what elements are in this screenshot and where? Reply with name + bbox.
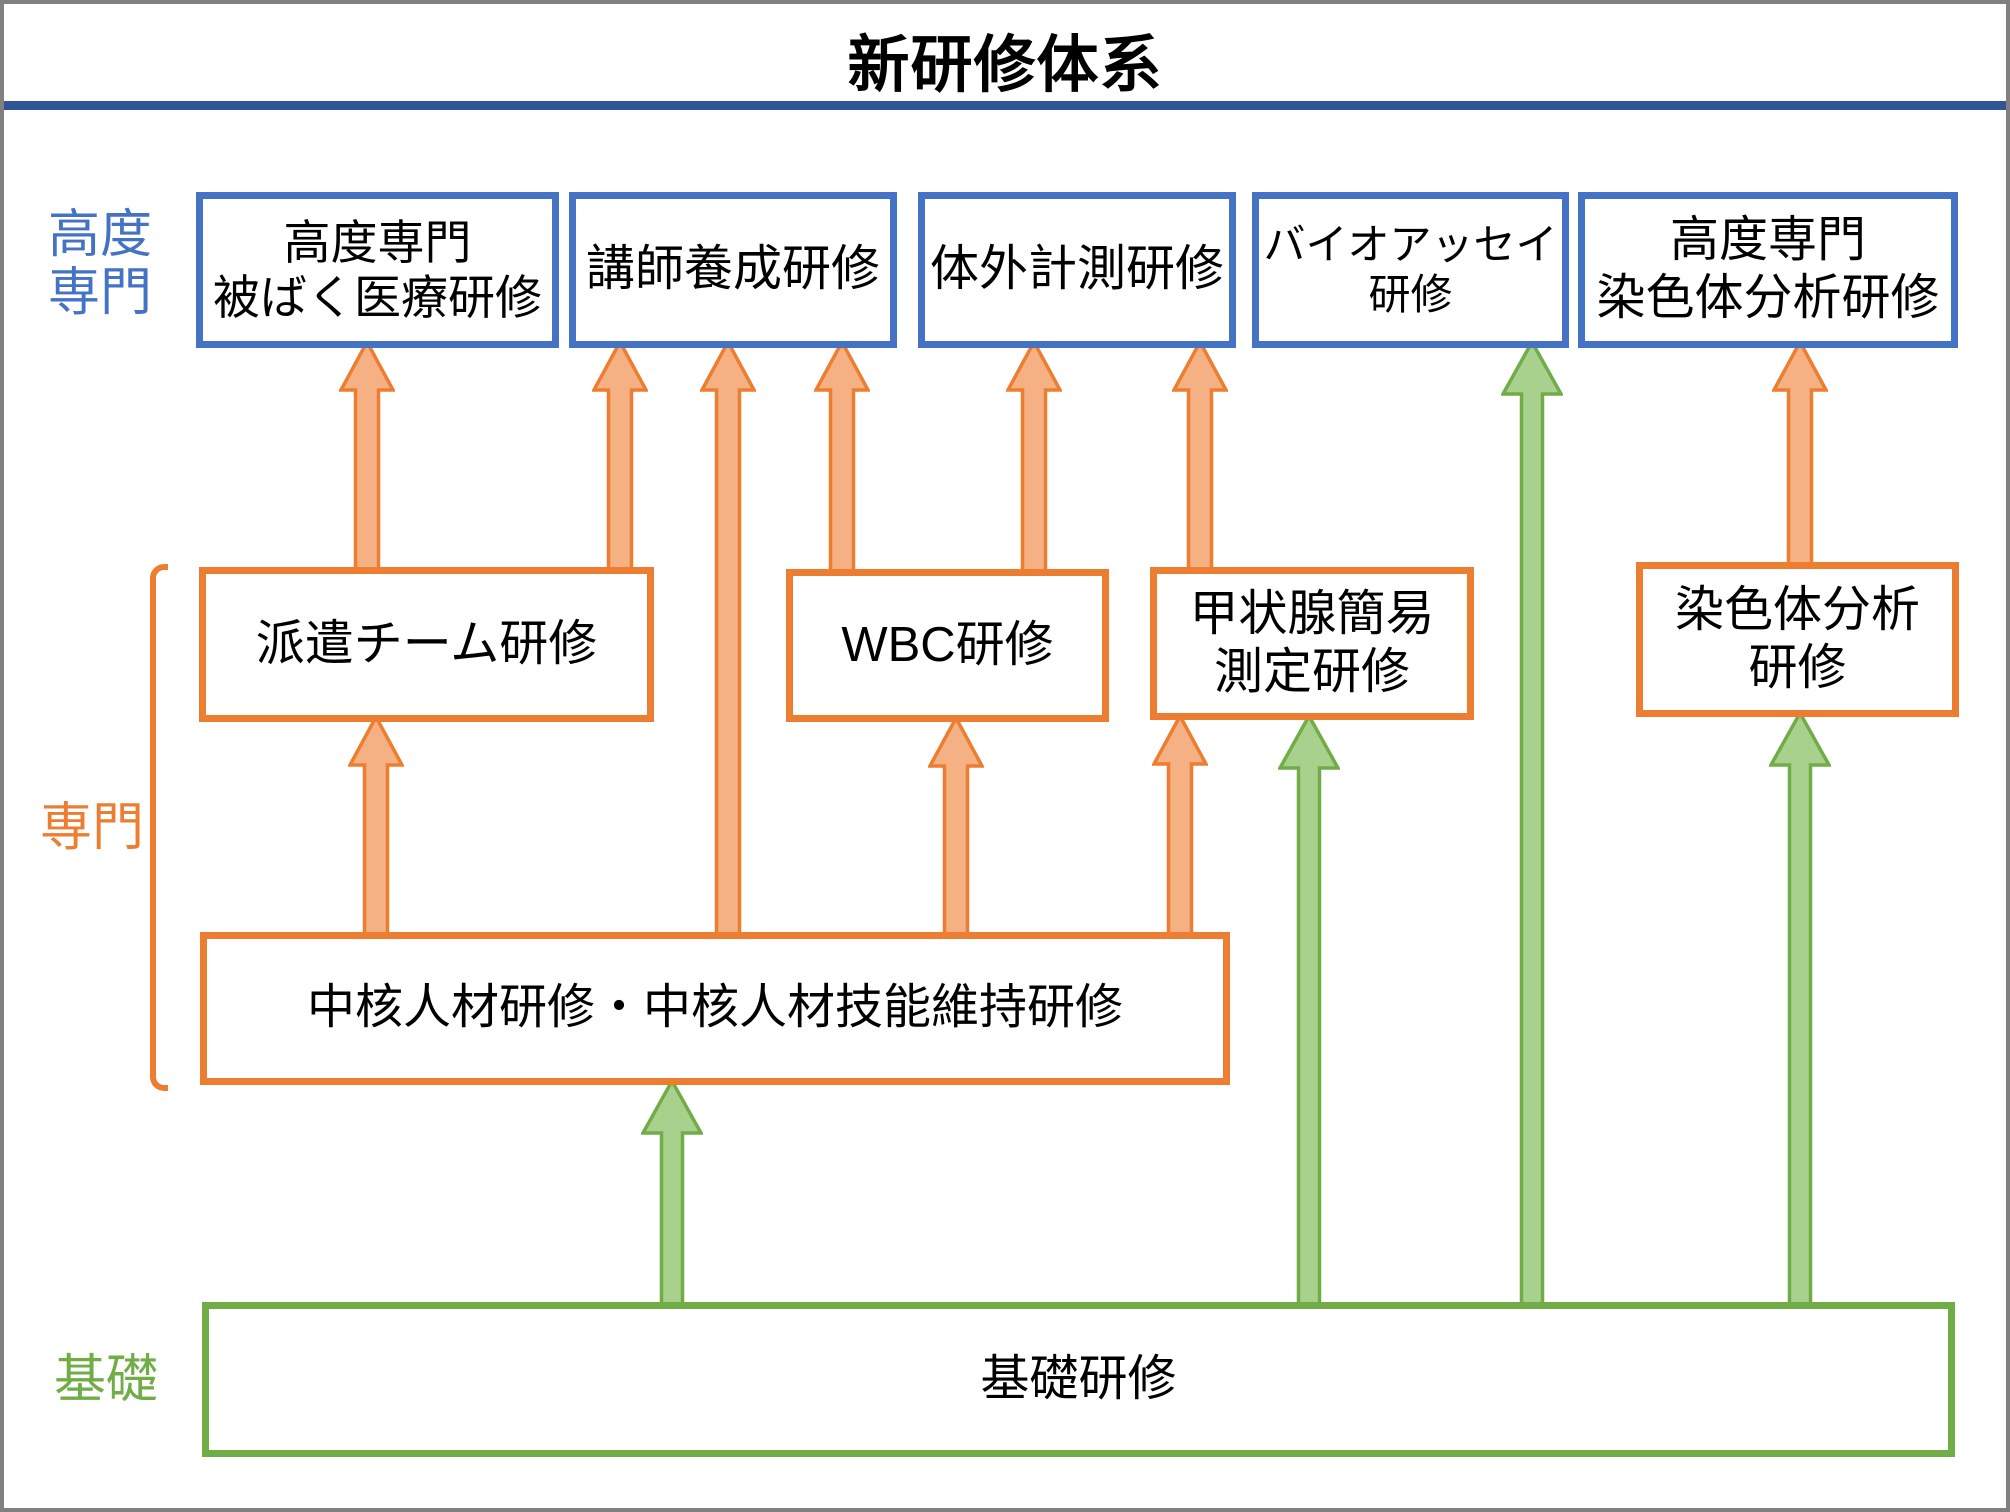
box-in-vivo-counting-training: 体外計測研修 xyxy=(918,192,1236,348)
box-bioassay-training: バイオアッセイ 研修 xyxy=(1252,192,1569,348)
tier-label-specialized: 専門 xyxy=(40,799,145,857)
arrow-chukaku-to-haken xyxy=(348,715,404,942)
arrow-koujousen-to-taigai xyxy=(1172,340,1228,577)
arrow-senshokutai-to-kodo-senshokutai xyxy=(1772,340,1828,572)
box-dispatch-team-training: 派遣チーム研修 xyxy=(199,567,654,722)
tier-label-basic: 基礎 xyxy=(54,1351,159,1409)
specialized-tier-bracket xyxy=(150,564,168,1091)
arrow-chukaku-to-koushi xyxy=(700,340,756,942)
arrow-kiso-to-senshokutai xyxy=(1769,711,1831,1312)
box-chromosome-analysis-training: 染色体分析 研修 xyxy=(1636,562,1959,717)
arrow-haken-to-koushi xyxy=(592,340,648,577)
arrow-wbc-to-koushi xyxy=(814,340,870,579)
arrow-kiso-to-koujousen xyxy=(1278,714,1340,1312)
box-advanced-radiation-exposure-medical-training: 高度専門 被ばく医療研修 xyxy=(196,192,559,348)
box-advanced-chromosome-analysis-training: 高度専門 染色体分析研修 xyxy=(1578,192,1958,348)
box-core-personnel-training: 中核人材研修・中核人材技能維持研修 xyxy=(200,932,1230,1085)
title-divider-line xyxy=(4,101,2006,110)
box-basic-training: 基礎研修 xyxy=(202,1302,1955,1457)
box-thyroid-simple-measurement-training: 甲状腺簡易 測定研修 xyxy=(1150,567,1474,720)
box-wbc-training: WBC研修 xyxy=(786,569,1109,722)
arrow-haken-to-hibaku xyxy=(339,340,395,577)
tier-label-advanced: 高度 専門 xyxy=(48,206,153,323)
box-instructor-training: 講師養成研修 xyxy=(569,192,897,348)
arrow-chukaku-to-wbc xyxy=(928,716,984,942)
arrow-kiso-to-bioassay xyxy=(1501,340,1563,1312)
arrow-chukaku-to-koujousen xyxy=(1152,714,1208,942)
arrow-wbc-to-taigai xyxy=(1006,340,1062,579)
arrow-kiso-to-chukaku xyxy=(641,1079,703,1312)
page-title: 新研修体系 xyxy=(847,31,1163,100)
